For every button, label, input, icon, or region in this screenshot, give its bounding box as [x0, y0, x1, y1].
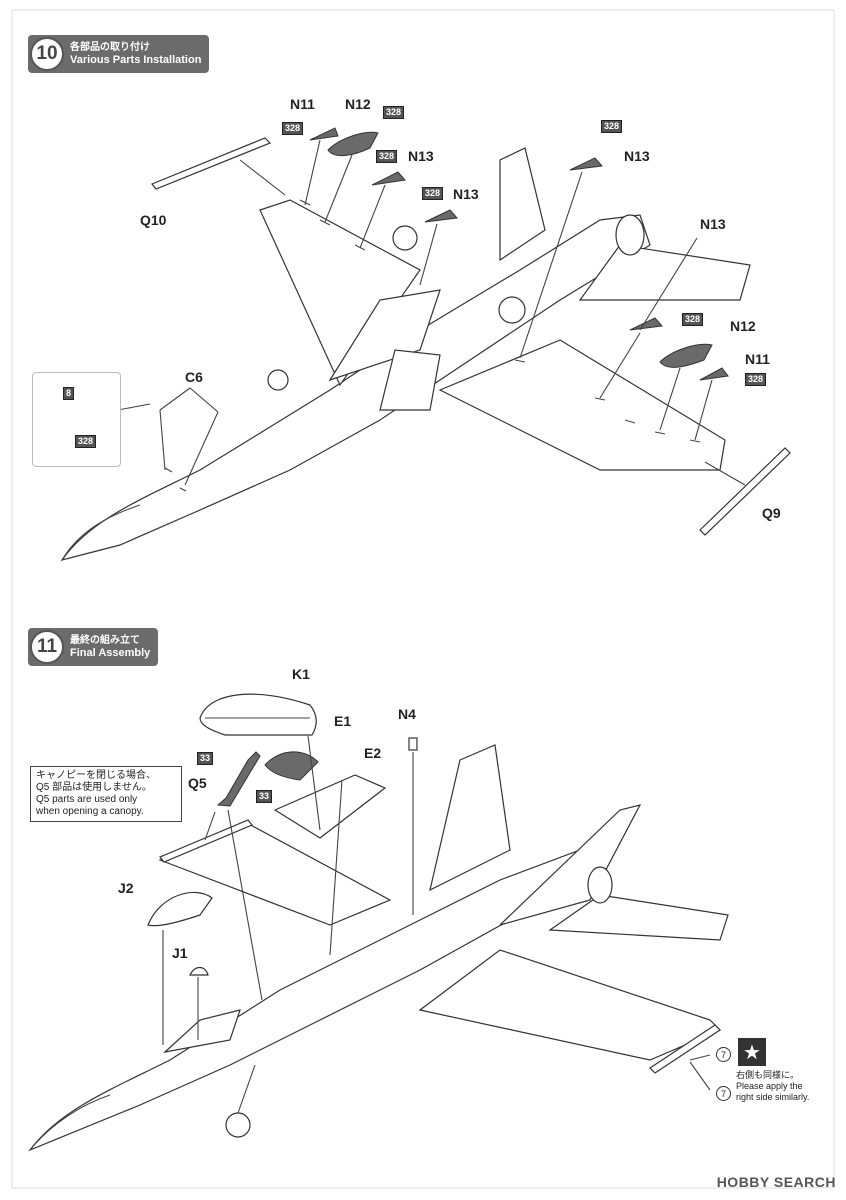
- part-n11b-shape: [699, 367, 729, 381]
- paint-328-c: 328: [376, 150, 398, 163]
- paint-33-a: 33: [197, 752, 214, 765]
- leader-lines-step10: [117, 139, 746, 486]
- canopy-note-line4: when opening a canopy.: [36, 806, 144, 817]
- step11-number: 11: [30, 630, 64, 664]
- right-note-line1: 右側も同様に。: [736, 1070, 800, 1080]
- part-n13d-shape: [629, 317, 663, 331]
- label-k1: K1: [292, 666, 310, 682]
- part-n11a-shape: [309, 127, 339, 141]
- step10-number: 10: [30, 37, 64, 71]
- part-rail-upper: [159, 819, 253, 863]
- label-q9: Q9: [762, 505, 781, 521]
- part-n13b-shape: [424, 209, 458, 223]
- part-n13c-shape: [569, 157, 603, 171]
- label-n4: N4: [398, 706, 416, 722]
- part-j1-shape: [189, 966, 209, 976]
- decal-7-b: 7: [716, 1086, 731, 1101]
- label-n13a: N13: [408, 148, 434, 164]
- paint-328-a: 328: [282, 122, 304, 135]
- label-e2: E2: [364, 745, 382, 761]
- detail-paint-328: 328: [75, 435, 97, 448]
- label-n13d: N13: [700, 216, 726, 232]
- paint-33-b: 33: [256, 790, 273, 803]
- part-e2-shape: [273, 774, 387, 839]
- detail-box: 8 328: [32, 372, 121, 467]
- canopy-note-line1: キャノピーを閉じる場合、: [36, 770, 156, 781]
- leader-lines-step11: [162, 735, 711, 1091]
- part-n13a-shape: [371, 171, 406, 186]
- step10-title-jp: 各部品の取り付け: [70, 42, 150, 53]
- right-side-note: 右側も同様に。 Please apply the right side simi…: [736, 1070, 809, 1103]
- paint-328-d: 328: [422, 187, 444, 200]
- part-q5-rod: [216, 751, 261, 807]
- label-j1: J1: [172, 945, 188, 961]
- label-j2: J2: [118, 880, 134, 896]
- step11-title-en: Final Assembly: [70, 647, 151, 659]
- label-n12a: N12: [345, 96, 371, 112]
- canopy-note-line3: Q5 parts are used only: [36, 794, 138, 805]
- paint-328-b: 328: [383, 106, 405, 119]
- right-note-line3: right side similarly.: [736, 1092, 810, 1102]
- part-n12a-shape: [327, 131, 379, 157]
- step11-title-jp: 最終の組み立て: [70, 635, 140, 646]
- label-n12b: N12: [730, 318, 756, 334]
- paint-328-f: 328: [682, 313, 704, 326]
- label-q10: Q10: [140, 212, 167, 228]
- step10-title-en: Various Parts Installation: [70, 54, 202, 66]
- part-j2-shape: [147, 891, 213, 927]
- part-q9-rail: [699, 447, 791, 536]
- label-n11a: N11: [290, 96, 315, 112]
- part-e1-shape: [264, 751, 319, 781]
- aircraft-step10: [60, 147, 751, 561]
- canopy-note: キャノピーを閉じる場合、 Q5 部品は使用しません。 Q5 parts are …: [30, 766, 182, 822]
- part-n4-shape: [408, 737, 418, 751]
- right-note-line2: Please apply the: [736, 1081, 803, 1091]
- star-icon: ★: [738, 1038, 766, 1066]
- page-border: [11, 9, 835, 1189]
- label-c6: C6: [185, 369, 203, 385]
- canopy-note-line2: Q5 部品は使用しません。: [36, 782, 152, 793]
- watermark: HOBBY SEARCH: [716, 1174, 836, 1190]
- decal-7-a: 7: [716, 1047, 731, 1062]
- part-n12b-shape: [659, 343, 713, 368]
- paint-328-g: 328: [745, 373, 767, 386]
- label-n13b: N13: [453, 186, 479, 202]
- label-n11b: N11: [745, 351, 770, 367]
- paint-328-e: 328: [601, 120, 623, 133]
- step10-header: 10 各部品の取り付け Various Parts Installation: [28, 35, 210, 73]
- step11-header: 11 最終の組み立て Final Assembly: [28, 628, 159, 666]
- label-n13c: N13: [624, 148, 650, 164]
- part-k1-canopy: [199, 693, 317, 736]
- detail-part-number: 8: [63, 387, 75, 400]
- label-e1: E1: [334, 713, 352, 729]
- part-q10-rail: [151, 137, 272, 190]
- aircraft-step11: [28, 744, 729, 1152]
- label-q5: Q5: [188, 775, 207, 791]
- part-rail-lower: [649, 1024, 721, 1074]
